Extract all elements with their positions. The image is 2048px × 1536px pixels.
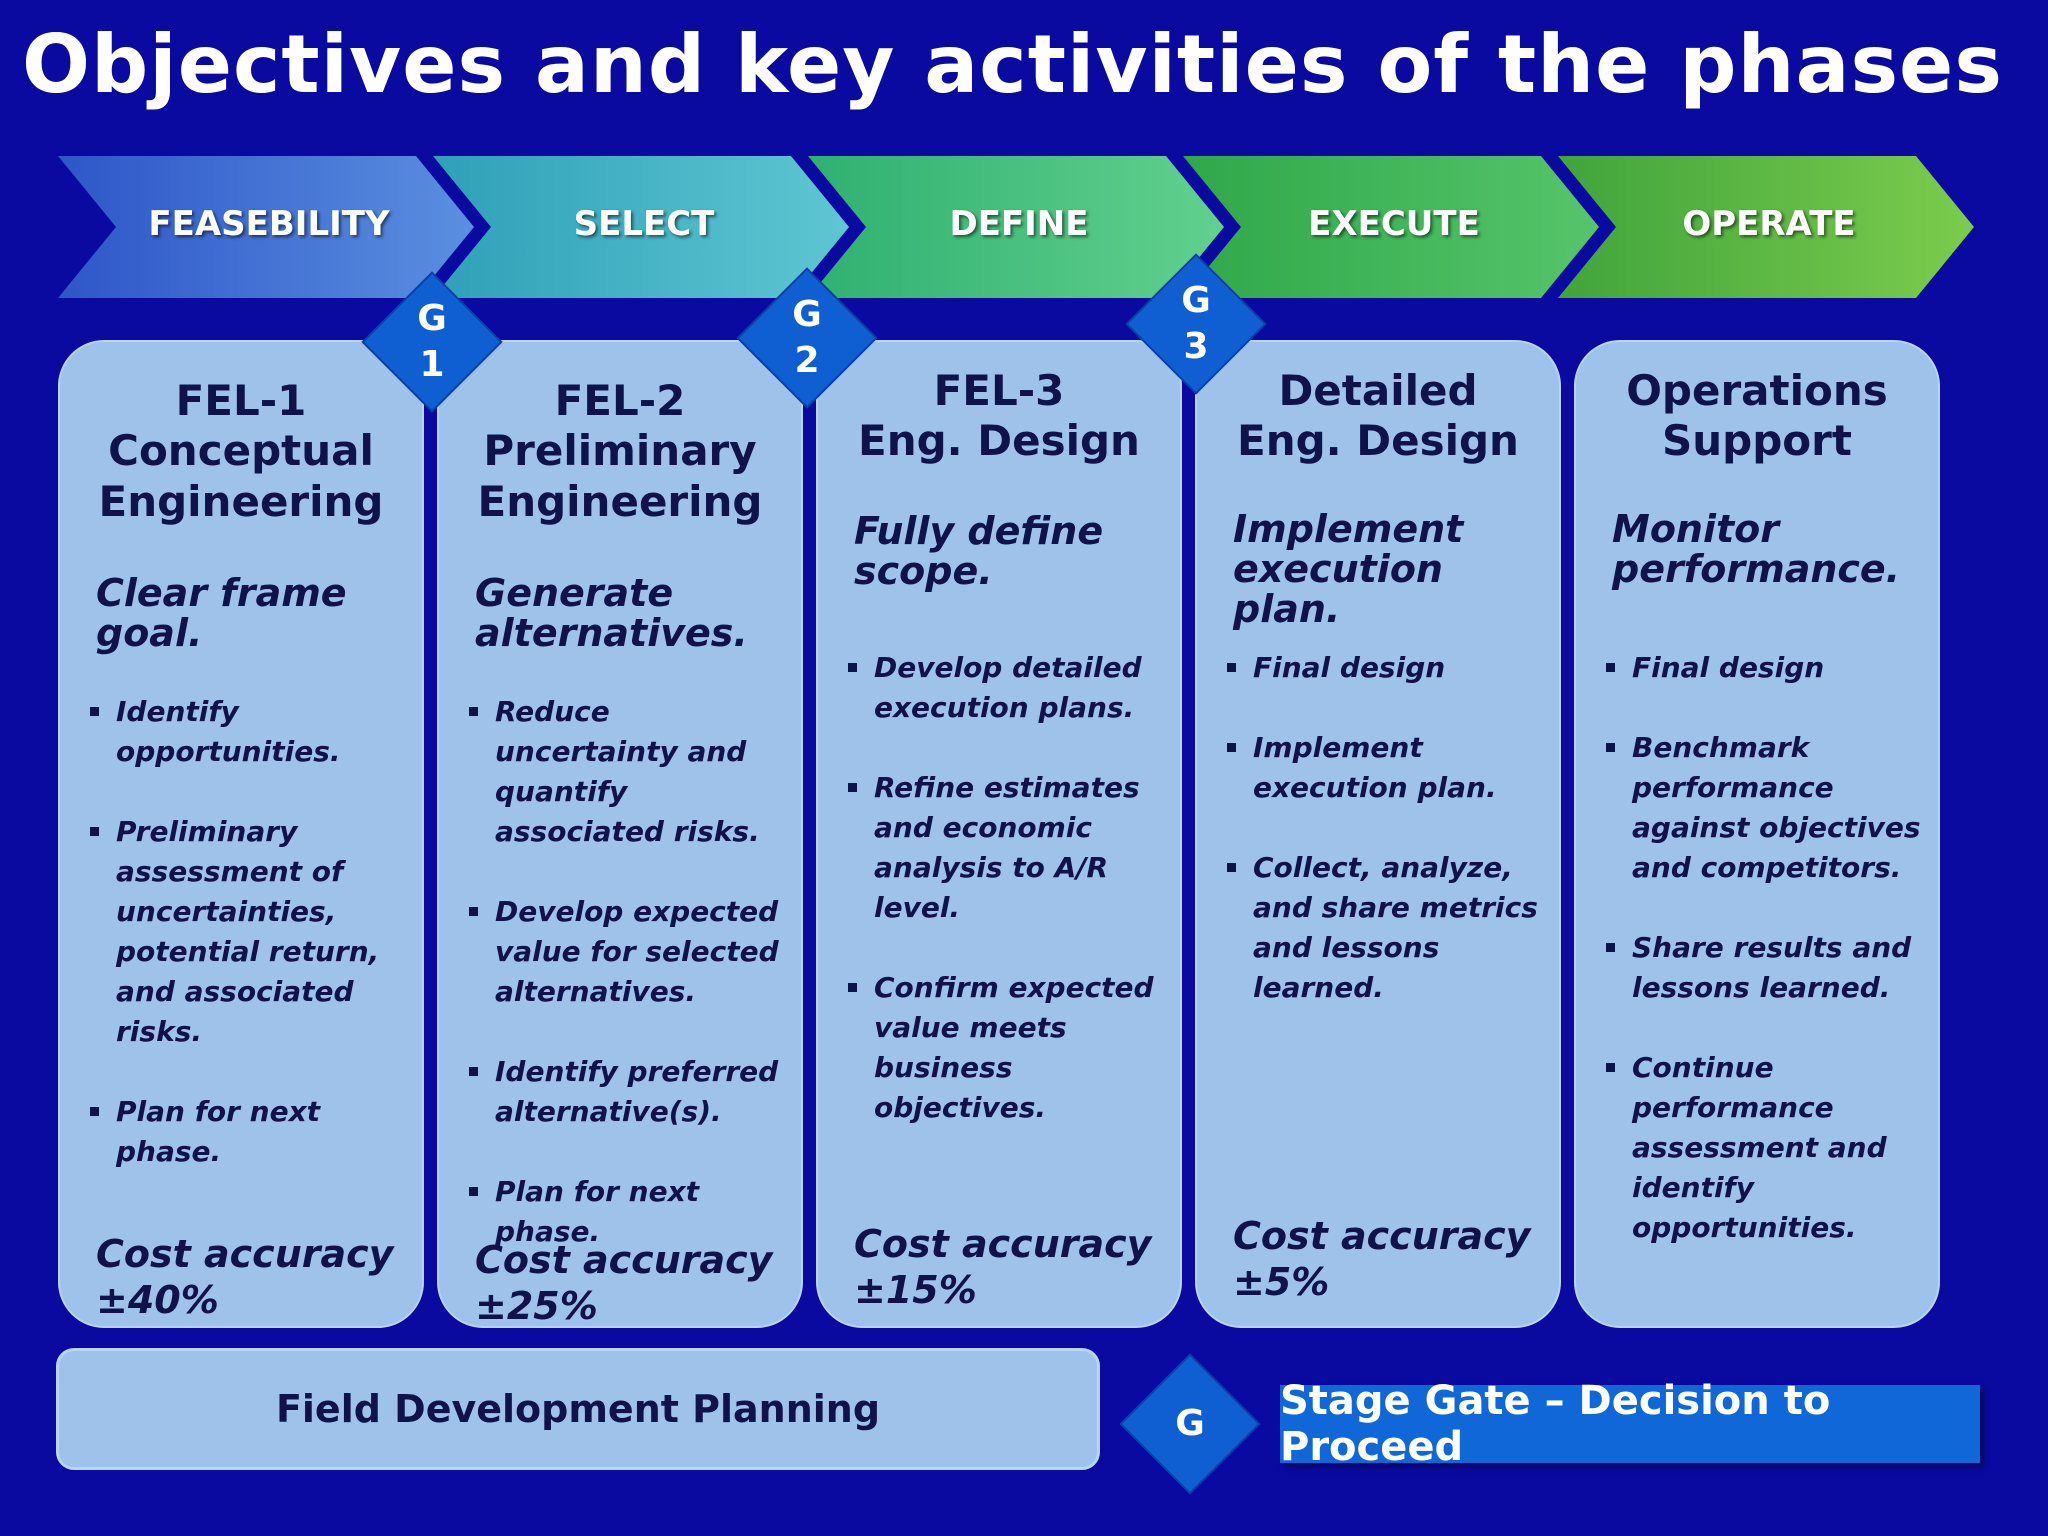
card-bullet: Develop detailed execution plans. bbox=[848, 648, 1170, 728]
card-title: FEL-2 Preliminary Engineering bbox=[477, 376, 763, 526]
card-objective: Implement execution plan. bbox=[1233, 507, 1464, 631]
card-title: FEL-1 Conceptual Engineering bbox=[98, 376, 384, 526]
card-bullet: Continue performance assessment and iden… bbox=[1606, 1048, 1928, 1248]
card-bullet: Identify opportunities. bbox=[90, 692, 412, 772]
card-bullet: Benchmark performance against objectives… bbox=[1606, 728, 1928, 888]
page-title: Objectives and key activities of the pha… bbox=[22, 18, 2003, 111]
gate-letter: G bbox=[792, 294, 822, 335]
phase-chevron-5 bbox=[1558, 156, 1974, 298]
phase-card-fel2: FEL-2 Preliminary Engineering Generate a… bbox=[437, 340, 803, 1328]
card-title: FEL-3 Eng. Design bbox=[858, 366, 1140, 466]
card-bullet: Confirm expected value meets business ob… bbox=[848, 968, 1170, 1128]
gate-letter: G bbox=[1175, 1403, 1205, 1444]
phase-chevron-2 bbox=[433, 156, 849, 298]
stage-gate-3: G 3 bbox=[1128, 256, 1264, 392]
gate-letter: G bbox=[1181, 280, 1211, 321]
card-bullet: Preliminary assessment of uncertainties,… bbox=[90, 812, 412, 1052]
stage-gate-2: G 2 bbox=[739, 270, 875, 406]
stage-gate-1: G 1 bbox=[364, 274, 500, 410]
stage-gate-legend: Stage Gate – Decision to Proceed bbox=[1280, 1378, 1980, 1470]
phase-chevron-4 bbox=[1183, 156, 1599, 298]
card-bullet: Plan for next phase. bbox=[90, 1092, 412, 1172]
card-bullet: Reduce uncertainty and quantify associat… bbox=[469, 692, 791, 852]
card-bullet: Refine estimates and economic analysis t… bbox=[848, 768, 1170, 928]
phase-label-define: DEFINE bbox=[949, 204, 1089, 244]
phase-card-fel3: FEL-3 Eng. Design Fully define scope. De… bbox=[816, 340, 1182, 1328]
phase-card-detailed: Detailed Eng. Design Implement execution… bbox=[1195, 340, 1561, 1328]
legend-stage-gate: G bbox=[1122, 1356, 1258, 1492]
card-bullet: Implement execution plan. bbox=[1227, 728, 1549, 808]
phase-card-operations: Operations Support Monitor performance. … bbox=[1574, 340, 1940, 1328]
card-bullet: Identify preferred alternative(s). bbox=[469, 1052, 791, 1132]
phase-label-feasibility: FEASEBILITY bbox=[148, 204, 390, 244]
card-bullet: Final design bbox=[1606, 648, 1928, 688]
phase-label-select: SELECT bbox=[573, 204, 715, 244]
phase-chevron-3 bbox=[808, 156, 1224, 298]
cost-accuracy: Cost accuracy ±5% bbox=[1233, 1214, 1531, 1304]
card-title: Detailed Eng. Design bbox=[1237, 366, 1519, 466]
phase-card-fel1: FEL-1 Conceptual Engineering Clear frame… bbox=[58, 340, 424, 1328]
cost-accuracy: Cost accuracy ±15% bbox=[854, 1222, 1152, 1312]
card-objective: Monitor performance. bbox=[1612, 507, 1901, 591]
card-objective: Generate alternatives. bbox=[475, 571, 748, 655]
cost-accuracy: Cost accuracy ±40% bbox=[96, 1232, 394, 1322]
card-bullet: Final design bbox=[1227, 648, 1549, 688]
card-bullet: Develop expected value for selected alte… bbox=[469, 892, 791, 1012]
card-objective: Clear frame goal. bbox=[96, 571, 347, 655]
card-objective: Fully define scope. bbox=[854, 509, 1104, 593]
phase-chevron-1 bbox=[58, 156, 474, 298]
card-title: Operations Support bbox=[1626, 366, 1888, 466]
card-bullet: Share results and lessons learned. bbox=[1606, 928, 1928, 1008]
field-development-planning-box: Field Development Planning bbox=[56, 1348, 1100, 1470]
phase-label-operate: OPERATE bbox=[1682, 204, 1856, 244]
gate-letter: G bbox=[417, 298, 447, 339]
gate-number: 2 bbox=[794, 340, 820, 381]
card-bullet: Plan for next phase. bbox=[469, 1172, 791, 1252]
phase-label-execute: EXECUTE bbox=[1308, 204, 1480, 244]
card-bullet: Collect, analyze, and share metrics and … bbox=[1227, 848, 1549, 1008]
phase-arrows bbox=[58, 156, 1974, 298]
cost-accuracy: Cost accuracy ±25% bbox=[475, 1238, 773, 1328]
gate-number: 1 bbox=[419, 344, 445, 385]
gate-number: 3 bbox=[1183, 326, 1209, 367]
